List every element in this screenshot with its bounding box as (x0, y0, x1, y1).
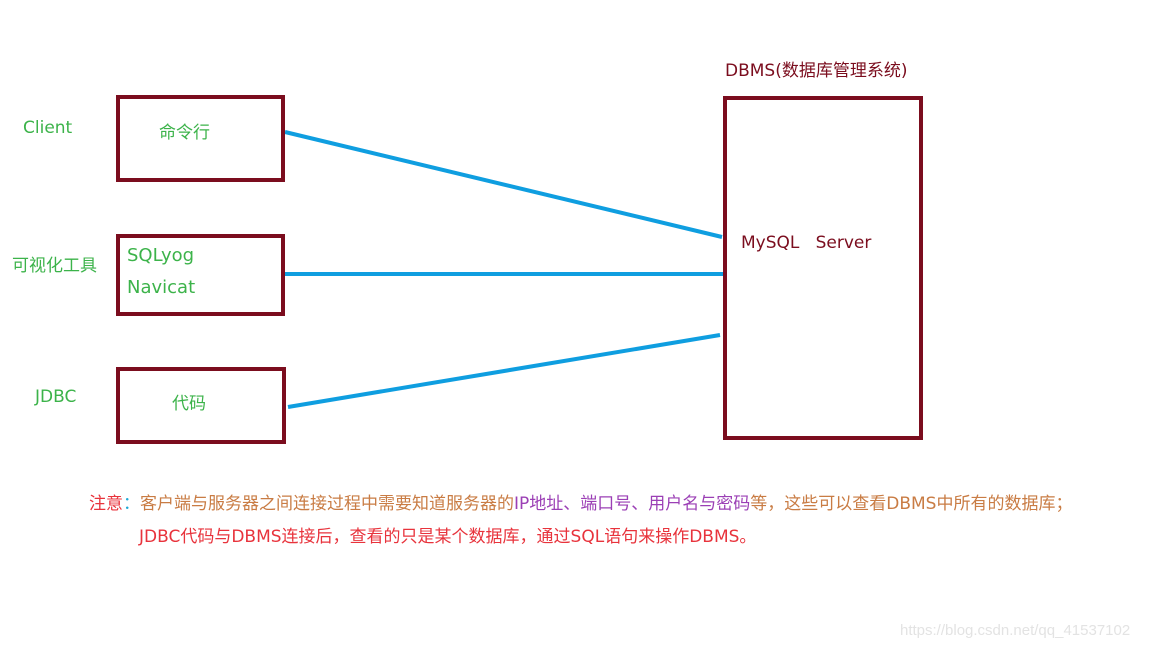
note-text-1a: 客户端与服务器之间连接过程中需要知道服务器的 (140, 494, 514, 514)
client-category-label: Client (23, 118, 73, 138)
gui-tools-category-label: 可视化工具 (12, 256, 97, 276)
note-line-2: JDBC代码与DBMS连接后，查看的只是某个数据库，通过SQL语句来操作DBMS… (139, 527, 757, 547)
dbms-box (723, 96, 923, 440)
connector-cli-to-server (284, 130, 723, 239)
command-line-label: 命令行 (159, 123, 210, 143)
code-label: 代码 (172, 394, 206, 414)
gui-tools-box (116, 234, 285, 316)
watermark: https://blog.csdn.net/qq_41537102 (900, 622, 1131, 639)
connector-jdbc-to-server (287, 333, 721, 409)
command-line-box (116, 95, 285, 182)
mysql-server-label: MySQL Server (741, 233, 872, 253)
jdbc-category-label: JDBC (35, 387, 77, 407)
navicat-label: Navicat (127, 277, 196, 298)
sqlyog-label: SQLyog (127, 245, 195, 266)
note-text-1b: IP地址、端口号、用户名与密码 (514, 494, 751, 514)
note-line-1: 注意：客户端与服务器之间连接过程中需要知道服务器的IP地址、端口号、用户名与密码… (89, 496, 1072, 513)
code-box (116, 367, 286, 444)
note-prefix: 注意 (89, 494, 123, 514)
dbms-title: DBMS(数据库管理系统) (725, 61, 908, 81)
note-text-1c: 等，这些可以查看DBMS中所有的数据库； (750, 494, 1073, 514)
note-colon: ： (123, 494, 140, 514)
